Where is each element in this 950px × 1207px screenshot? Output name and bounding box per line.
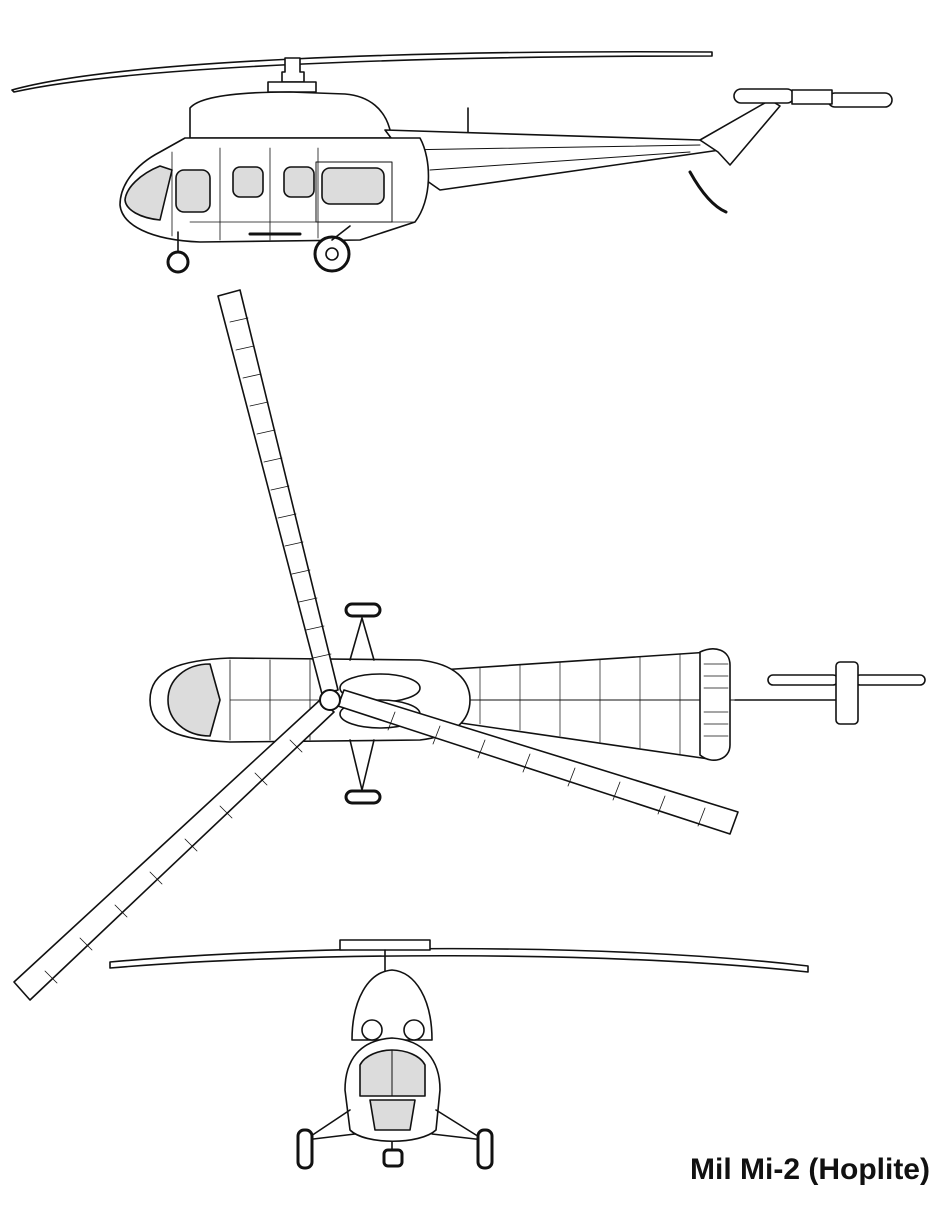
side-cabin-window-2 xyxy=(283,166,315,198)
top-tail-rotor-blade-a xyxy=(767,674,839,686)
side-tail-rotor-hub xyxy=(791,89,833,105)
top-main-gear-upper xyxy=(349,617,375,661)
side-fuselage-panel-lines xyxy=(171,147,416,241)
side-tail-skid xyxy=(688,170,728,214)
top-stabilizer-ribs xyxy=(703,663,729,737)
side-engine-cowling xyxy=(189,91,391,139)
side-tail-rotor-blade-left xyxy=(733,88,795,104)
side-tail-boom-panel xyxy=(399,144,701,171)
top-fuselage-panel-lines xyxy=(229,659,341,741)
side-cabin-window-1 xyxy=(232,166,264,198)
front-view xyxy=(109,939,809,1170)
top-rotor-blade-upper xyxy=(217,289,339,695)
top-rotor-hub xyxy=(319,689,341,711)
top-tail-rotor-blade-b xyxy=(854,674,926,686)
top-stabilizer xyxy=(699,648,731,761)
side-main-rotor-blade xyxy=(11,50,713,93)
front-nose-wheel xyxy=(382,1148,404,1168)
top-main-gear-lower xyxy=(349,739,375,791)
front-engine-intake-left xyxy=(361,1019,383,1041)
side-rotor-hub xyxy=(267,81,317,93)
top-rotor-blade-right xyxy=(337,689,739,835)
side-main-wheel xyxy=(313,235,351,273)
side-rotor-head xyxy=(281,57,305,83)
top-main-wheel-lower xyxy=(344,789,382,805)
top-tail-boom-frames xyxy=(479,653,681,755)
side-cockpit-door-window xyxy=(175,169,211,213)
top-view xyxy=(13,289,926,1001)
side-cabin-door-window xyxy=(321,167,385,205)
front-rotor-hub xyxy=(339,939,431,951)
top-main-wheel-upper xyxy=(344,602,382,618)
front-main-wheel-right xyxy=(476,1128,494,1170)
front-main-wheel-left xyxy=(296,1128,314,1170)
side-view xyxy=(11,50,893,274)
side-fuselage xyxy=(119,137,430,243)
side-main-wheel-hub xyxy=(325,247,339,261)
front-gear-right xyxy=(431,1109,485,1141)
front-engine-intake-right xyxy=(403,1019,425,1041)
front-main-rotor-blade xyxy=(109,947,809,973)
aircraft-caption: Mil Mi-2 (Hoplite) xyxy=(690,1153,930,1186)
top-canopy xyxy=(167,663,221,737)
side-tail-pylon xyxy=(699,99,781,166)
side-tail-boom xyxy=(384,129,721,191)
side-nose-wheel xyxy=(166,250,190,274)
front-lower-glazing xyxy=(369,1099,416,1131)
side-tail-rotor-blade-right xyxy=(827,92,893,108)
top-tail-rotor-hub xyxy=(835,661,859,725)
side-main-gear-strut xyxy=(331,225,351,241)
